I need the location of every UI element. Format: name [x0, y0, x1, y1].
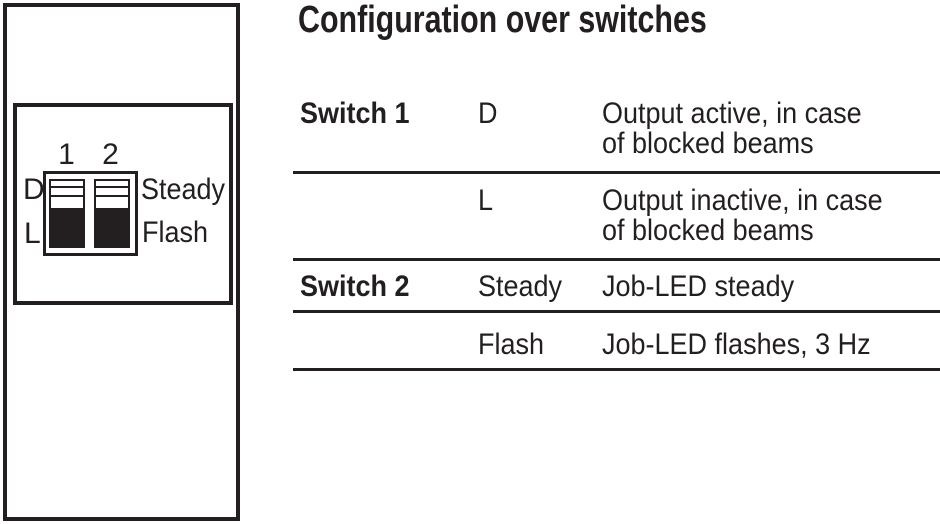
switch-description-cell: Job-LED flashes, 3 Hz: [602, 328, 871, 361]
table-row: Flash Job-LED flashes, 3 Hz: [293, 313, 940, 371]
switch-name-cell: Switch 1: [300, 97, 410, 130]
switch-description-cell: Output active, in case of blocked beams: [602, 97, 862, 160]
section-title: Configuration over switches: [298, 0, 707, 41]
slot-ridge: [51, 195, 83, 197]
switch-compartment-box: 1 2 D L Steady Flash: [13, 103, 233, 305]
switch-configuration-table: Switch 1 D Output active, in case of blo…: [293, 95, 940, 371]
switch-1-number-label: 1: [58, 138, 75, 171]
switch-2-number-label: 2: [102, 138, 119, 171]
table-row: Switch 1 D Output active, in case of blo…: [293, 95, 940, 174]
slot-ridge: [96, 186, 128, 188]
dip-switch-2-actuator-down: [96, 208, 128, 246]
switch-position-cell: Flash: [478, 328, 545, 361]
slot-ridge: [96, 195, 128, 197]
position-label-steady: Steady: [141, 173, 226, 206]
dip-switch-1-slot: [49, 179, 85, 248]
switch-position-cell: Steady: [478, 270, 563, 303]
switch-name-cell: [293, 186, 478, 246]
switch-description-cell: Output inactive, in case of blocked beam…: [602, 184, 883, 247]
switch-position-cell: D: [478, 97, 498, 130]
table-row: L Output inactive, in case of blocked be…: [293, 174, 940, 261]
slot-ridge: [51, 186, 83, 188]
position-label-l: L: [24, 217, 41, 250]
dip-switch-body: [43, 171, 138, 256]
switch-name-cell: [293, 330, 478, 360]
switch-name-cell: Switch 2: [300, 270, 410, 303]
device-outline: 1 2 D L Steady Flash: [3, 3, 240, 521]
position-label-flash: Flash: [142, 216, 209, 249]
position-label-d: D: [23, 173, 45, 206]
switch-position-cell: L: [478, 184, 494, 217]
configuration-section: Configuration over switches Switch 1 D O…: [293, 0, 940, 524]
dip-switch-1-actuator-down: [51, 208, 83, 246]
switch-description-cell: Job-LED steady: [602, 270, 795, 303]
dip-switch-2-slot: [94, 179, 130, 248]
table-row: Switch 2 Steady Job-LED steady: [293, 261, 940, 313]
